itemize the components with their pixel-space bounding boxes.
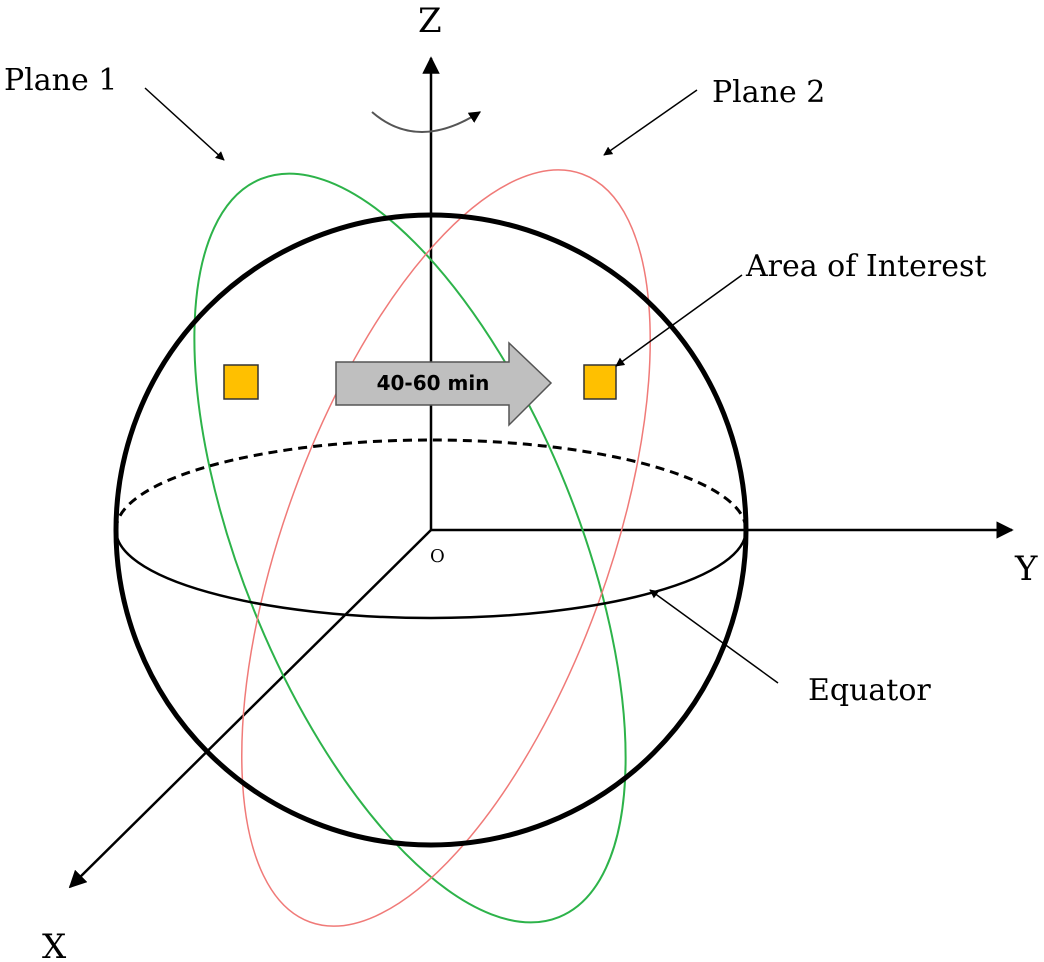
equator-label: Equator xyxy=(808,673,931,708)
equator-pointer xyxy=(649,589,779,684)
origin-label: O xyxy=(430,546,445,567)
area-of-interest-right xyxy=(583,364,617,400)
area-of-interest-label: Area of Interest xyxy=(745,249,986,284)
y-axis-label: Y xyxy=(1014,549,1038,589)
rotation-arrow-icon xyxy=(371,111,482,133)
area-of-interest-pointer xyxy=(615,274,743,367)
transit-time-label: 40-60 min xyxy=(377,371,490,395)
plane-1-pointer xyxy=(144,87,225,161)
right-arrow-icon xyxy=(335,341,553,427)
equator-front xyxy=(114,529,748,620)
z-axis-label: Z xyxy=(418,1,442,41)
x-axis-label: X xyxy=(42,927,67,962)
axes xyxy=(68,56,1014,889)
plane-2-orbit xyxy=(241,169,651,927)
x-axis xyxy=(68,529,432,889)
transit-arrow: 40-60 min xyxy=(335,341,553,427)
area-of-interest-left xyxy=(223,364,259,400)
plane-1-orbit xyxy=(193,172,627,924)
plane-1-label: Plane 1 xyxy=(4,63,117,98)
plane-2-label: Plane 2 xyxy=(712,75,825,110)
plane-2-pointer xyxy=(603,89,698,156)
